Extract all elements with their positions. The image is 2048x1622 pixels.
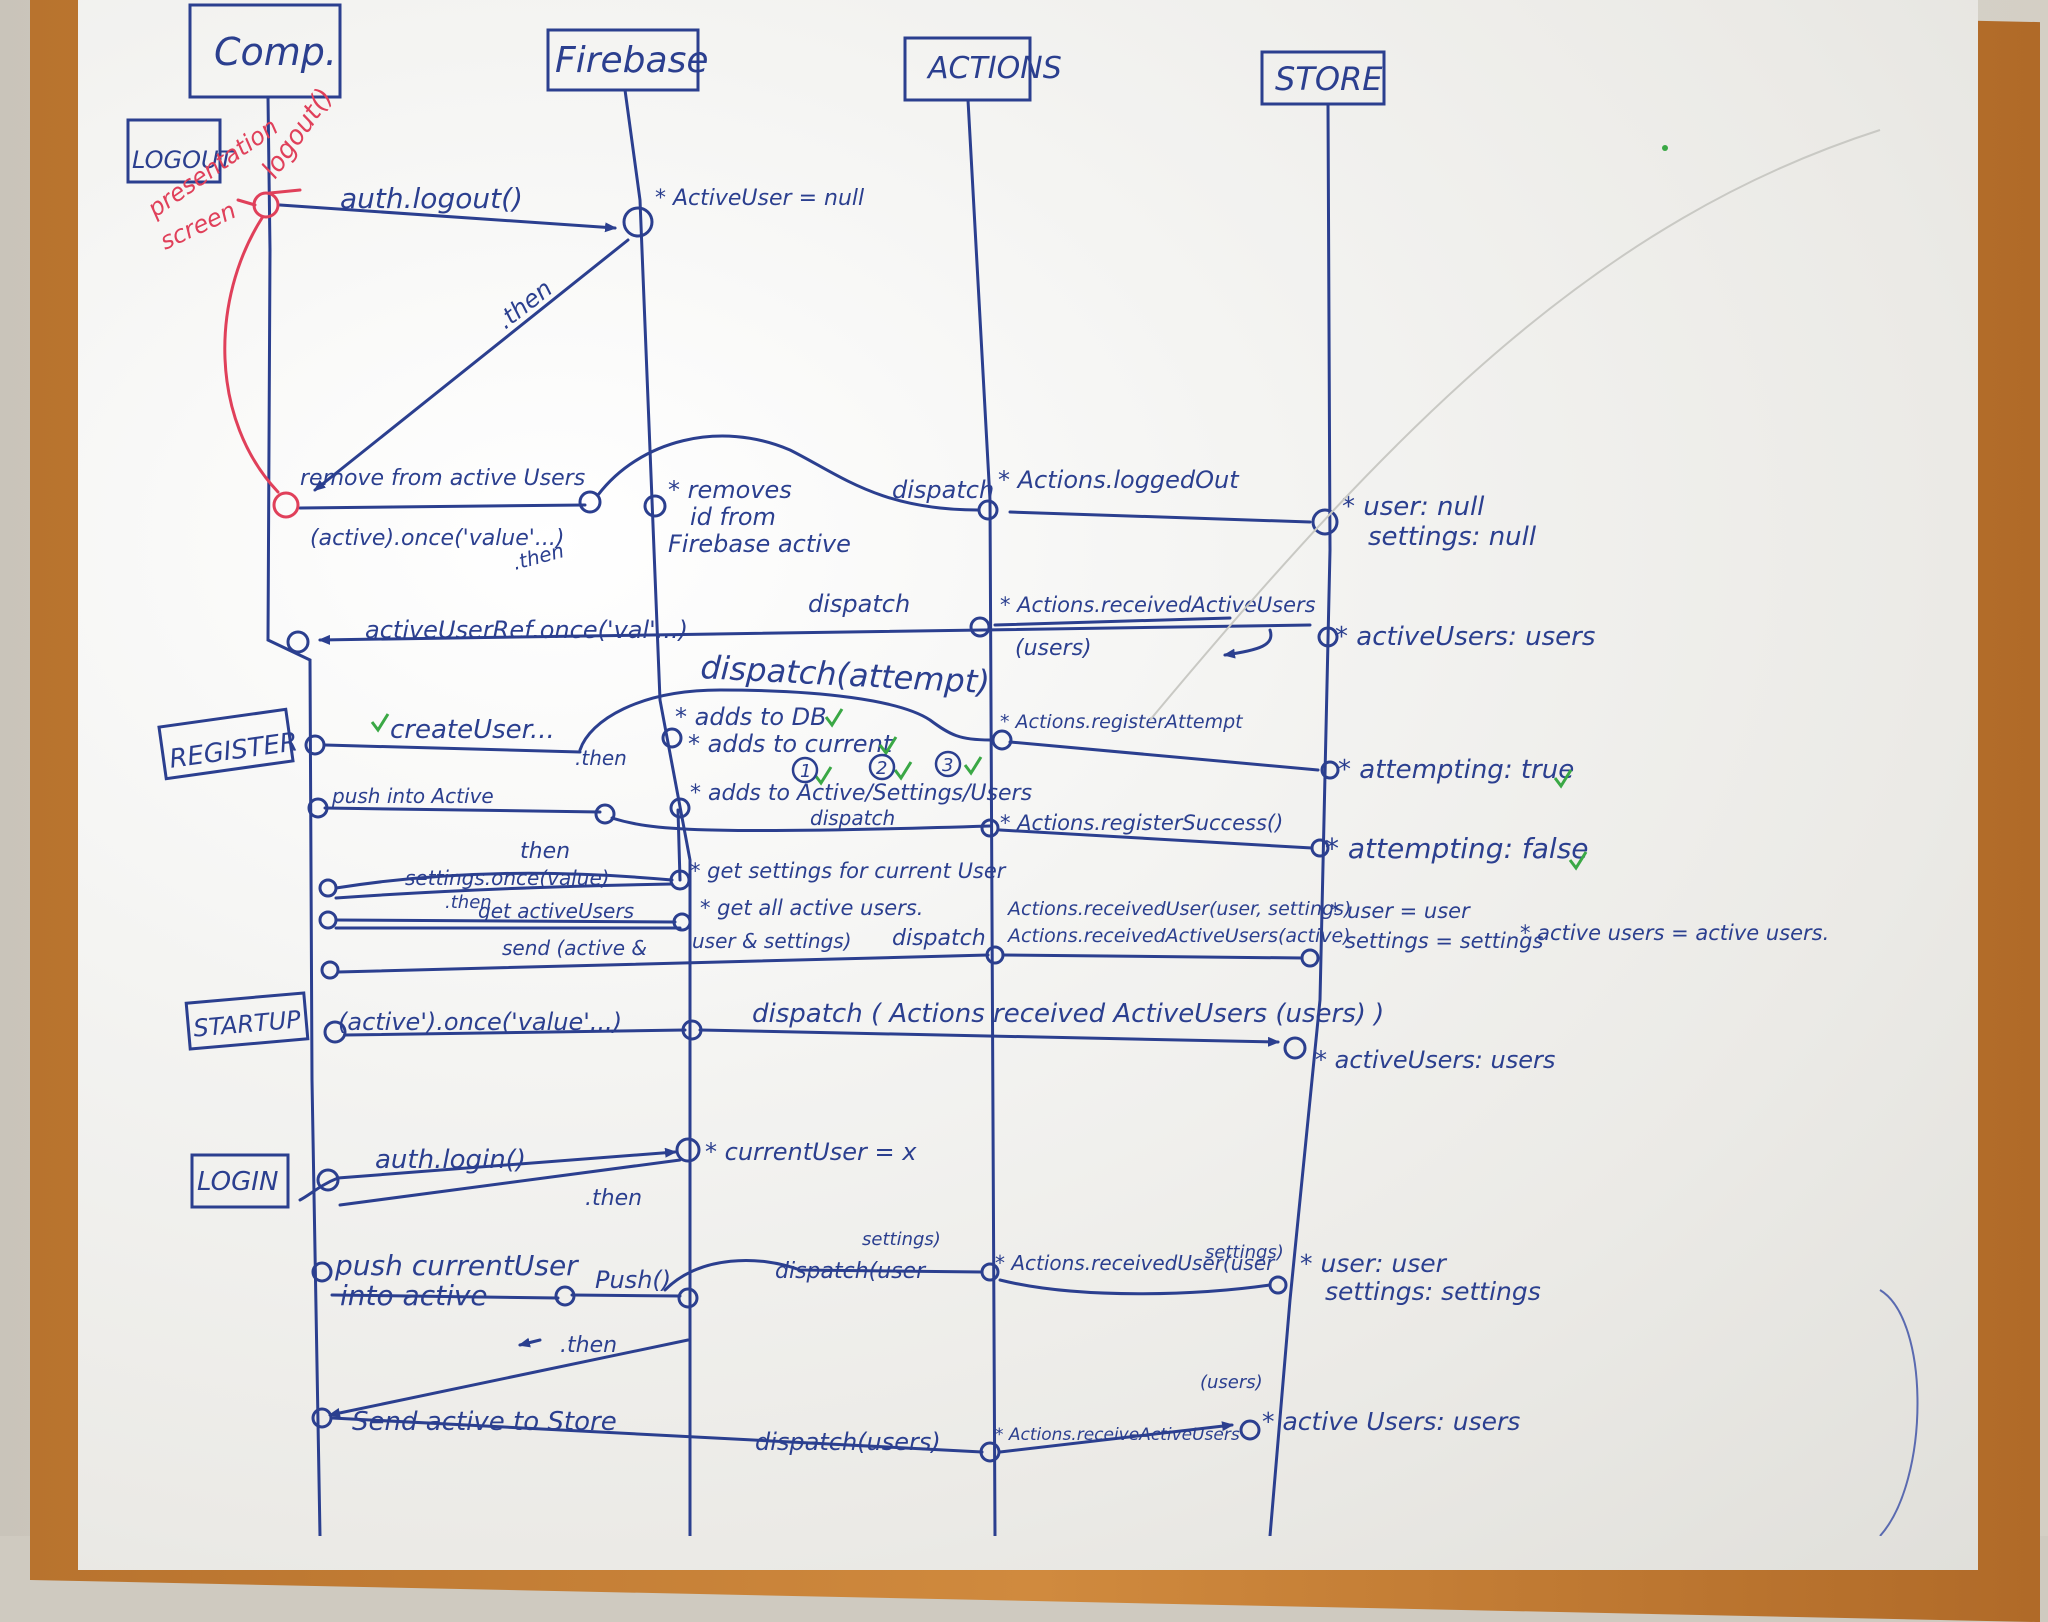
label-actions-register-success: * Actions.registerSuccess() xyxy=(1000,811,1283,835)
section-box-login xyxy=(190,1153,290,1209)
label-store-active-users: * activeUsers: users xyxy=(1335,622,1595,652)
label-current-user: * currentUser = x xyxy=(705,1138,917,1166)
section-label-startup: STARTUP xyxy=(192,1005,302,1042)
label-store-settings-null: settings: null xyxy=(1368,522,1537,552)
label-then-register: .then xyxy=(575,746,627,770)
lifeline-actions xyxy=(966,98,997,1536)
circled-step-1: 1 xyxy=(800,761,811,782)
lane-label-firebase: Firebase xyxy=(555,40,708,81)
section-label-login: LOGIN xyxy=(197,1167,278,1197)
lifeline-comp xyxy=(266,95,322,1536)
label-adds-to-active: * adds to Active/Settings/Users xyxy=(690,781,1032,806)
label-store-settings-login: settings: settings xyxy=(1325,1277,1541,1306)
label-active-user-null: * ActiveUser = null xyxy=(655,186,864,211)
label-settings-sup-login: settings) xyxy=(862,1229,941,1250)
label-then-login: .then xyxy=(585,1186,642,1211)
label-remove-from-active: remove from active Users xyxy=(300,466,585,491)
lane-box-comp xyxy=(188,3,342,99)
lane-box-store xyxy=(1260,50,1386,106)
label-actions-received-user-login: * Actions.receivedUser(user xyxy=(995,1251,1276,1275)
label-settings-once: settings.once(value) xyxy=(405,866,610,890)
label-removes-2: id from xyxy=(690,503,776,531)
lane-label-actions: ACTIONS xyxy=(926,51,1062,86)
label-removes-1: * removes xyxy=(668,476,792,504)
label-dispatch-users-login: dispatch(users) xyxy=(755,1428,941,1456)
label-settings-sup-login-2: settings) xyxy=(1205,1242,1284,1263)
section-box-logout xyxy=(126,118,222,184)
circled-step-3: 3 xyxy=(942,755,953,776)
label-dispatch-attempt: dispatch(attempt) xyxy=(700,648,991,701)
label-actions-received-active: * Actions.receivedActiveUsers xyxy=(1000,593,1316,617)
label-then-register-2: then xyxy=(520,839,570,864)
label-dispatch-logout-2: dispatch xyxy=(808,590,910,618)
lifeline-store xyxy=(1268,102,1332,1536)
whiteboard-surface xyxy=(78,0,1978,1570)
label-actions-receive-active-login: * Actions.receiveActiveUsers xyxy=(995,1425,1240,1445)
sequence-diagram: Comp. Firebase ACTIONS STORE LOGOUT REGI… xyxy=(126,3,1919,1536)
label-then-login-2: .then xyxy=(560,1333,617,1358)
label-actions-logged-out: * Actions.loggedOut xyxy=(998,466,1240,494)
section-label-logout: LOGOUT xyxy=(132,146,236,174)
label-user-settings: user & settings) xyxy=(692,929,852,953)
label-startup-dispatch: dispatch ( Actions received ActiveUsers … xyxy=(752,999,1384,1029)
label-push-into-active: push into Active xyxy=(331,784,494,808)
lane-box-firebase xyxy=(546,28,700,92)
lane-label-comp: Comp. xyxy=(214,30,337,74)
label-store-settings-settings: settings = settings xyxy=(1345,929,1543,953)
label-get-settings: * get settings for current User xyxy=(690,859,1007,883)
label-actions-received-user: Actions.receivedUser(user, settings) xyxy=(1006,898,1351,920)
label-actions-register-attempt: * Actions.registerAttempt xyxy=(1000,711,1244,733)
section-box-register xyxy=(157,707,295,781)
label-startup-active-once: (active').once('value'...) xyxy=(338,1008,622,1036)
label-active-user-ref: activeUserRef.once('val'...) xyxy=(365,616,688,644)
label-users-sup-login: (users) xyxy=(1200,1372,1263,1393)
label-removes-3: Firebase active xyxy=(668,530,851,558)
lifeline-firebase xyxy=(623,88,692,1536)
label-send-active: send (active & xyxy=(502,936,647,960)
section-box-startup xyxy=(184,991,310,1051)
label-send-active-to-store: Send active to Store xyxy=(352,1407,617,1437)
label-adds-to-current: * adds to current xyxy=(688,730,894,758)
label-create-user: createUser... xyxy=(390,715,555,745)
label-actions-received-active-reg: Actions.receivedActiveUsers(active) xyxy=(1006,925,1351,947)
label-store-user-user: * user = user xyxy=(1330,899,1471,923)
label-store-attempting-true: * attempting: true xyxy=(1338,755,1574,785)
label-startup-store-active: * activeUsers: users xyxy=(1315,1046,1555,1074)
label-push-current-user: push currentUser xyxy=(334,1249,579,1282)
label-adds-to-db: * adds to DB xyxy=(675,703,827,731)
label-dispatch-register-2: dispatch xyxy=(892,926,986,951)
circled-step-2: 2 xyxy=(876,758,887,779)
label-get-all-active: * get all active users. xyxy=(700,896,923,920)
label-then-register-3: .then xyxy=(445,892,492,913)
label-dispatch-register: dispatch xyxy=(810,806,895,830)
label-users-paren: (users) xyxy=(1015,636,1092,661)
label-get-active-users: get activeUsers xyxy=(478,899,634,923)
label-auth-login: auth.login() xyxy=(375,1145,526,1175)
label-dispatch-user-login: dispatch(user xyxy=(775,1259,927,1284)
label-into-active: into active xyxy=(340,1279,488,1312)
label-store-attempting-false: * attempting: false xyxy=(1325,832,1589,865)
label-store-active-users-login: * active Users: users xyxy=(1262,1407,1520,1436)
label-active-once: (active).once('value'...) xyxy=(310,526,564,551)
lane-label-store: STORE xyxy=(1275,60,1383,98)
label-auth-logout: auth.logout() xyxy=(340,182,523,215)
label-push-call: Push() xyxy=(595,1266,671,1294)
label-store-active-users-eq: * active users = active users. xyxy=(1520,921,1829,945)
label-store-user-login: * user: user xyxy=(1300,1249,1448,1278)
label-dispatch-logout: dispatch xyxy=(892,476,994,504)
label-store-user-null: * user: null xyxy=(1342,492,1485,522)
